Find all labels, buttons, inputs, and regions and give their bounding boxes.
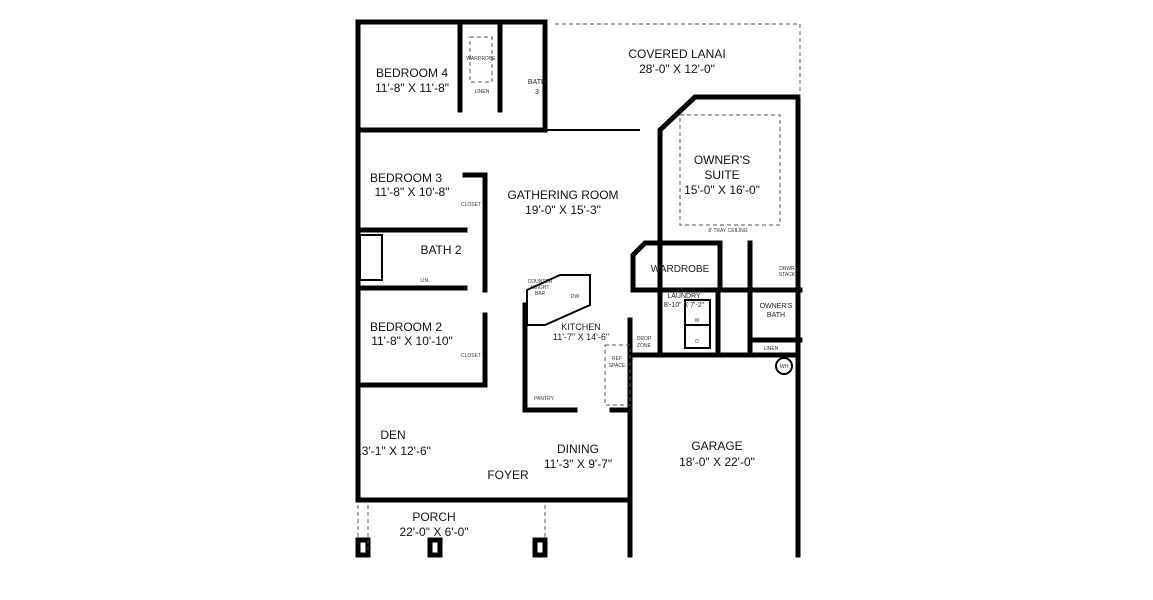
owners-suite-name1: OWNER'S — [694, 153, 750, 167]
bedroom3-dims: 11'-8" X 10'-8" — [375, 185, 450, 199]
bedroom4-dims: 11'-8" X 11'-8" — [375, 81, 449, 95]
dining-name: DINING — [557, 442, 599, 456]
counter-bar-l2: HEIGHT — [531, 285, 550, 291]
drwr-stack-l1: DRWR — [779, 266, 795, 272]
bath2-name: BATH 2 — [420, 243, 461, 257]
closet-b2: CLOSET — [461, 353, 481, 359]
tray-ceiling: 8' TRAY CEILING — [708, 228, 747, 234]
laundry-dims: 8'-10" X 7'-2" — [664, 302, 705, 309]
walls — [355, 19, 803, 558]
drop-zone-l2: ZONE — [637, 343, 652, 349]
ref-space-l1: REF — [612, 356, 622, 362]
room-labels: BEDROOM 4 11'-8" X 11'-8" COVERED LANAI … — [355, 47, 796, 539]
kitchen-name: KITCHEN — [561, 322, 601, 332]
pantry: PANTRY — [534, 396, 554, 402]
owners-suite-dims: 15'-0" X 16'-0" — [684, 183, 760, 197]
lin: LIN. — [420, 278, 429, 284]
drop-zone-l1: DROP — [637, 336, 652, 342]
bath3-name: BATH — [528, 79, 546, 86]
wardrobe-b4: WARDROBE — [466, 56, 496, 62]
garage-dims: 18'-0" X 22'-0" — [679, 455, 755, 469]
water-heater: WH — [780, 364, 789, 370]
owners-suite-name2: SUITE — [704, 168, 739, 182]
wardrobe-owner: WARDROBE — [651, 264, 710, 275]
owners-bath-name1: OWNER'S — [760, 303, 793, 310]
counter-bar-l1: COUNTER — [528, 279, 553, 285]
linen-b4: LINEN — [475, 89, 490, 95]
owners-bath-name2: BATH — [767, 312, 785, 319]
den-dims: 13'-1" X 12'-6" — [355, 444, 431, 458]
linen-owner: LINEN — [764, 346, 779, 352]
den-name: DEN — [380, 428, 405, 442]
gathering-room-name: GATHERING ROOM — [507, 188, 618, 202]
foyer: FOYER — [487, 468, 529, 482]
washer: W — [695, 318, 700, 324]
counter-bar-l3: BAR — [535, 291, 546, 297]
bedroom3-name: BEDROOM 3 — [370, 171, 442, 185]
bedroom4-name: BEDROOM 4 — [376, 66, 448, 80]
drwr-stack-l2: STACK — [779, 272, 796, 278]
closet-b3: CLOSET — [461, 202, 481, 208]
bath3-num: 3 — [535, 89, 539, 96]
porch-name: PORCH — [412, 510, 455, 524]
bedroom2-name: BEDROOM 2 — [370, 320, 442, 334]
ref-space-l2: SPACE — [609, 363, 626, 369]
garage-name: GARAGE — [691, 439, 742, 453]
porch-dims: 22'-0" X 6'-0" — [399, 525, 468, 539]
dining-dims: 11'-3" X 9'-7" — [544, 457, 612, 471]
dryer: D — [695, 339, 699, 345]
bedroom2-dims: 11'-8" X 10'-10" — [371, 334, 453, 348]
kitchen-dims: 11'-7" X 14'-6" — [553, 332, 609, 342]
dishwasher: DW — [571, 294, 580, 300]
covered-lanai-name: COVERED LANAI — [628, 47, 725, 61]
covered-lanai-dims: 28'-0" X 12'-0" — [639, 62, 715, 76]
laundry-name: LAUNDRY — [667, 293, 701, 300]
gathering-room-dims: 19'-0" X 15'-3" — [525, 203, 601, 217]
